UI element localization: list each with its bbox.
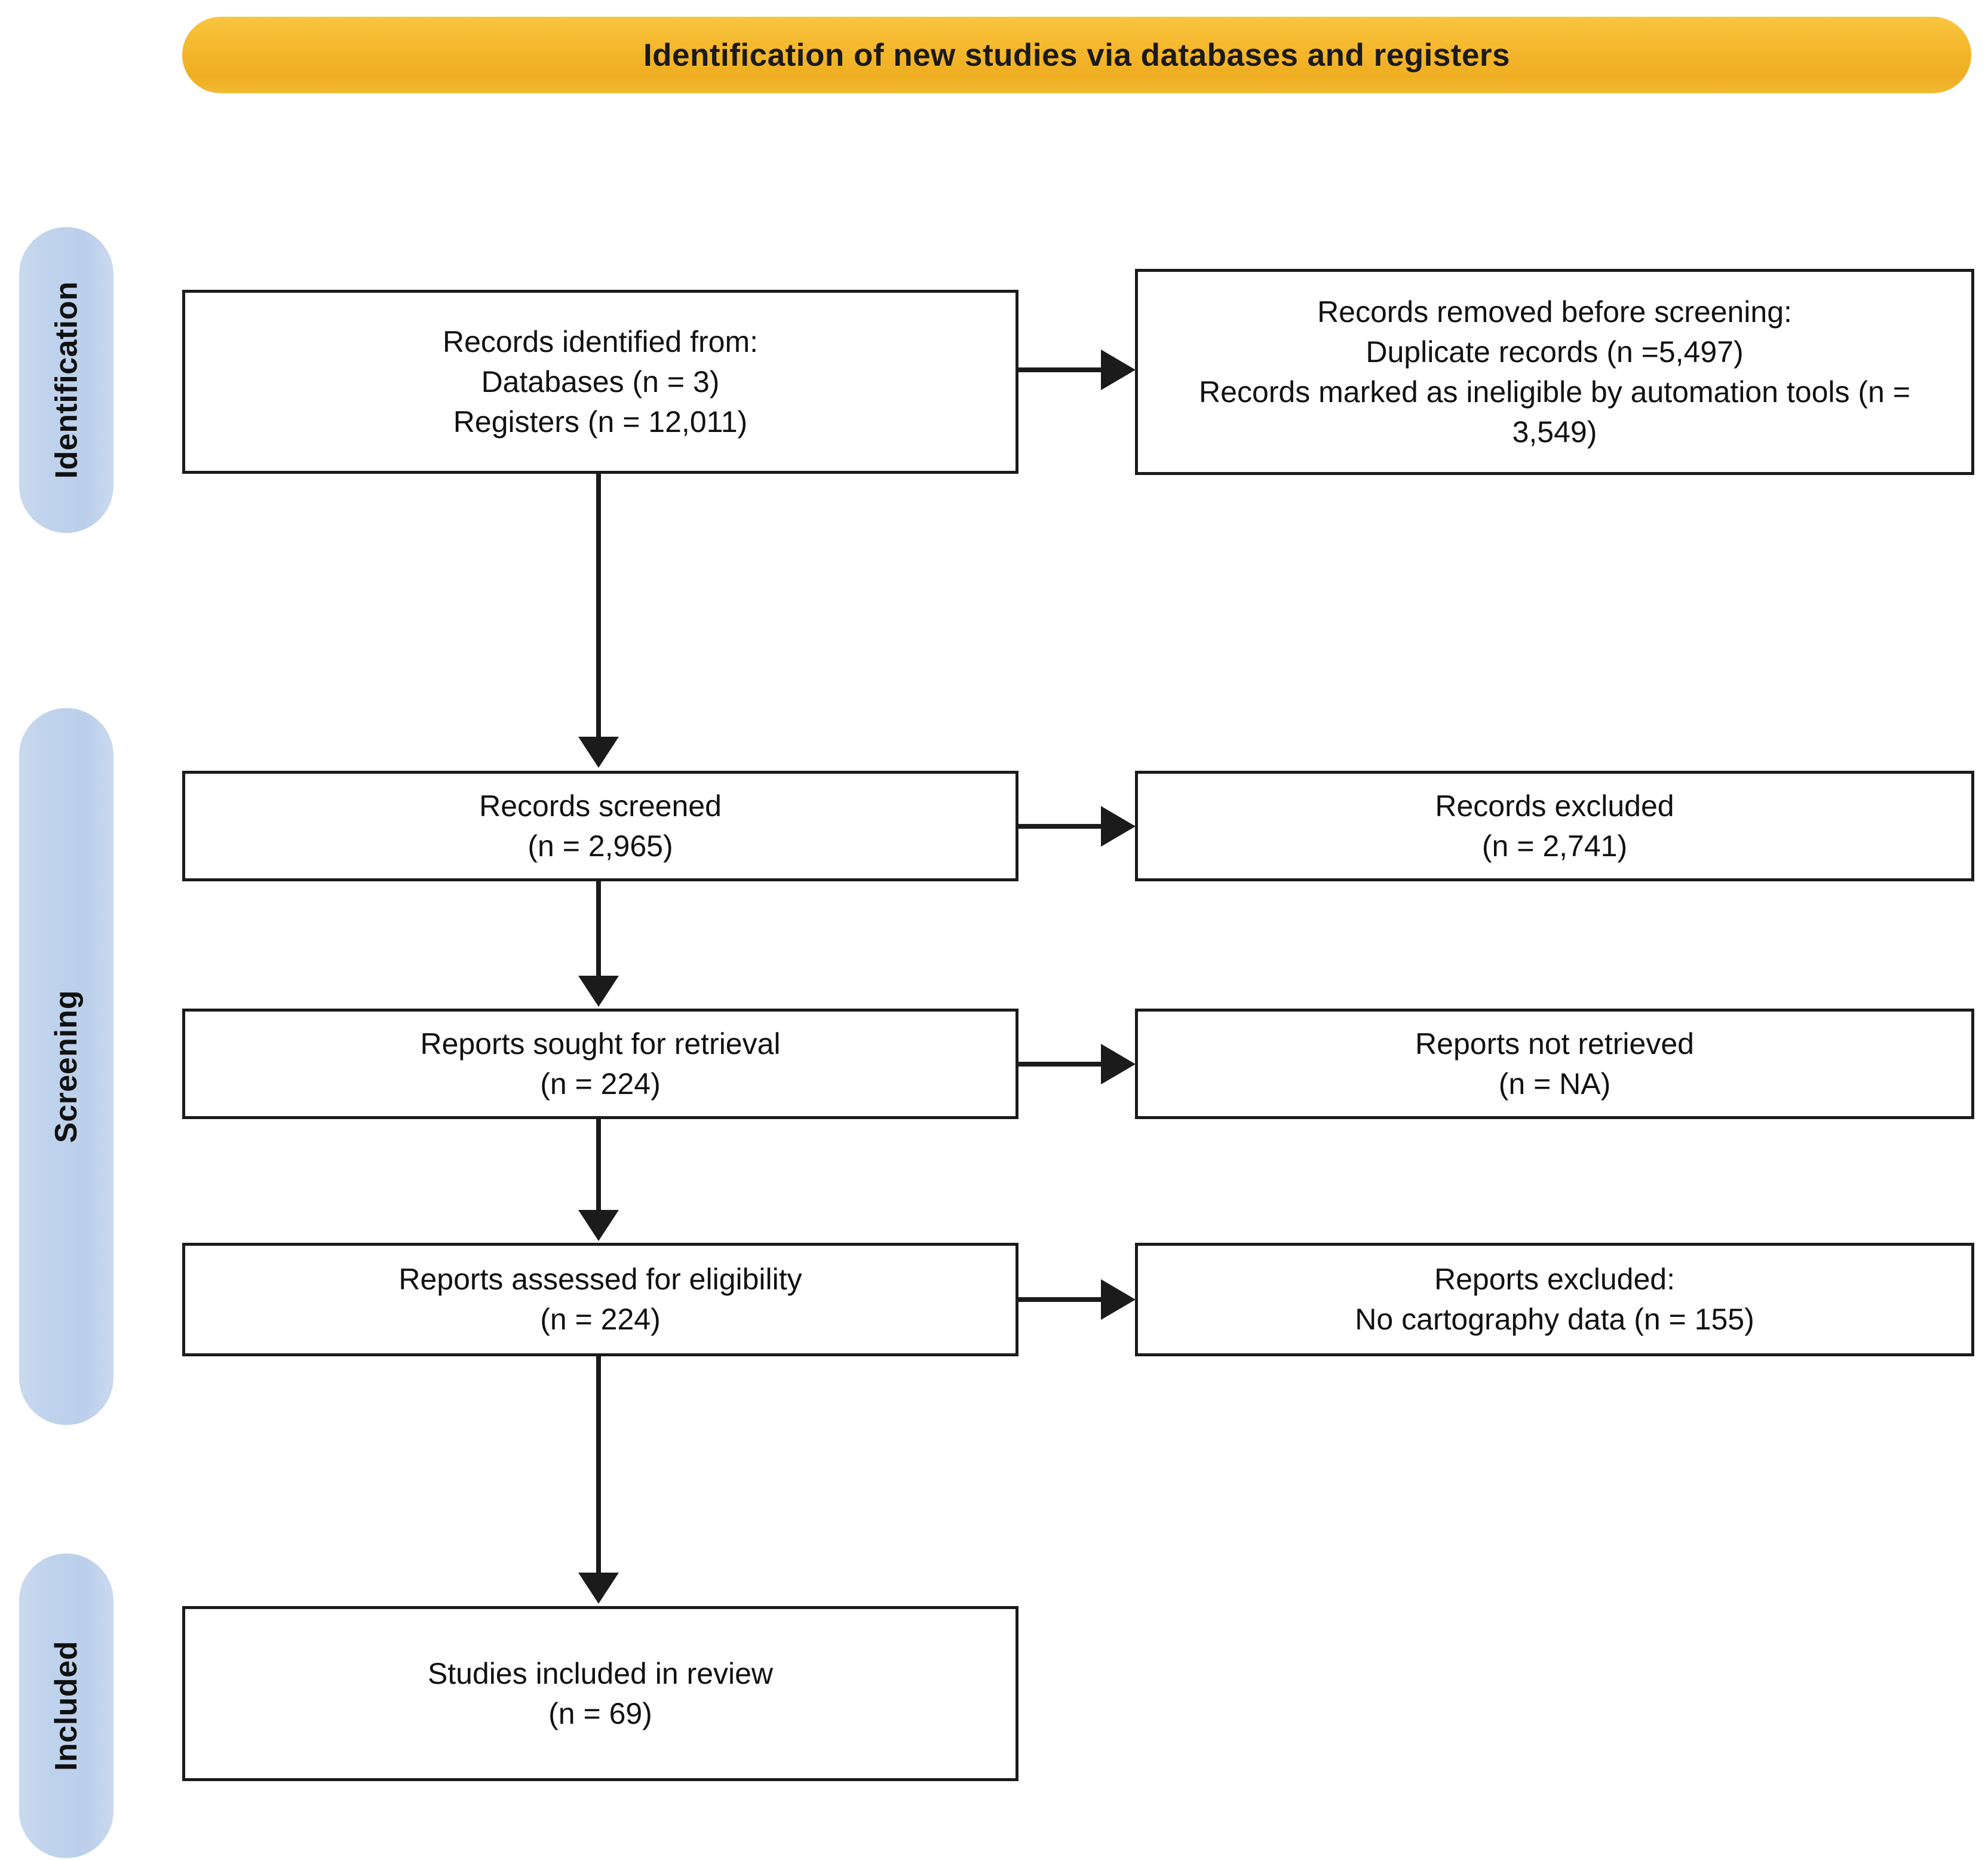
connector-assessed-to-reports-excluded [1018, 1297, 1105, 1302]
node-records-screened: Records screened(n = 2,965) [182, 771, 1018, 881]
node-reports-sought: Reports sought for retrieval(n = 224) [182, 1009, 1018, 1119]
diagram-header-banner: Identification of new studies via databa… [182, 17, 1971, 93]
stage-label-identification: Identification [49, 281, 84, 479]
arrowhead-right-icon [1101, 350, 1136, 390]
node-text-reports-excluded: Reports excluded:No cartography data (n … [1355, 1263, 1754, 1336]
arrowhead-down-icon [578, 1573, 619, 1604]
connector-identified-to-removed [1018, 367, 1105, 372]
stage-label-included: Included [49, 1641, 84, 1771]
connector-screened-to-excluded [1018, 824, 1105, 829]
stage-pill-included: Included [19, 1553, 113, 1858]
node-reports-excluded: Reports excluded:No cartography data (n … [1135, 1243, 1974, 1356]
banner-title: Identification of new studies via databa… [643, 37, 1511, 73]
stage-label-screening: Screening [49, 990, 84, 1143]
node-text-reports-assessed: Reports assessed for eligibility(n = 224… [398, 1263, 802, 1336]
node-studies-included: Studies included in review(n = 69) [182, 1606, 1018, 1781]
arrowhead-down-icon [578, 737, 619, 768]
node-records-excluded: Records excluded(n = 2,741) [1135, 771, 1974, 881]
arrowhead-down-icon [578, 1210, 619, 1241]
connector-screened-to-sought [596, 881, 601, 976]
node-text-records-screened: Records screened(n = 2,965) [479, 789, 722, 863]
node-text-reports-sought: Reports sought for retrieval(n = 224) [420, 1026, 781, 1101]
node-records-removed: Records removed before screening:Duplica… [1135, 269, 1974, 475]
arrowhead-down-icon [578, 976, 619, 1007]
node-text-records-excluded: Records excluded(n = 2,741) [1435, 789, 1674, 863]
connector-assessed-to-included [596, 1356, 601, 1573]
connector-sought-to-not-retrieved [1018, 1062, 1105, 1067]
node-text-reports-not-retrieved: Reports not retrieved(n = NA) [1415, 1026, 1694, 1101]
connector-identified-to-screened [596, 474, 601, 737]
arrowhead-right-icon [1101, 806, 1136, 847]
node-records-identified: Records identified from:Databases (n = 3… [182, 290, 1018, 474]
arrowhead-right-icon [1101, 1279, 1136, 1320]
stage-pill-screening: Screening [19, 708, 113, 1425]
stage-pill-identification: Identification [19, 227, 113, 533]
connector-sought-to-assessed [596, 1119, 601, 1210]
arrowhead-right-icon [1101, 1044, 1136, 1084]
node-text-records-removed: Records removed before screening:Duplica… [1199, 295, 1910, 449]
node-text-records-identified: Records identified from:Databases (n = 3… [442, 324, 758, 439]
node-text-studies-included: Studies included in review(n = 69) [427, 1656, 774, 1730]
node-reports-not-retrieved: Reports not retrieved(n = NA) [1135, 1009, 1974, 1119]
node-reports-assessed: Reports assessed for eligibility(n = 224… [182, 1243, 1018, 1356]
